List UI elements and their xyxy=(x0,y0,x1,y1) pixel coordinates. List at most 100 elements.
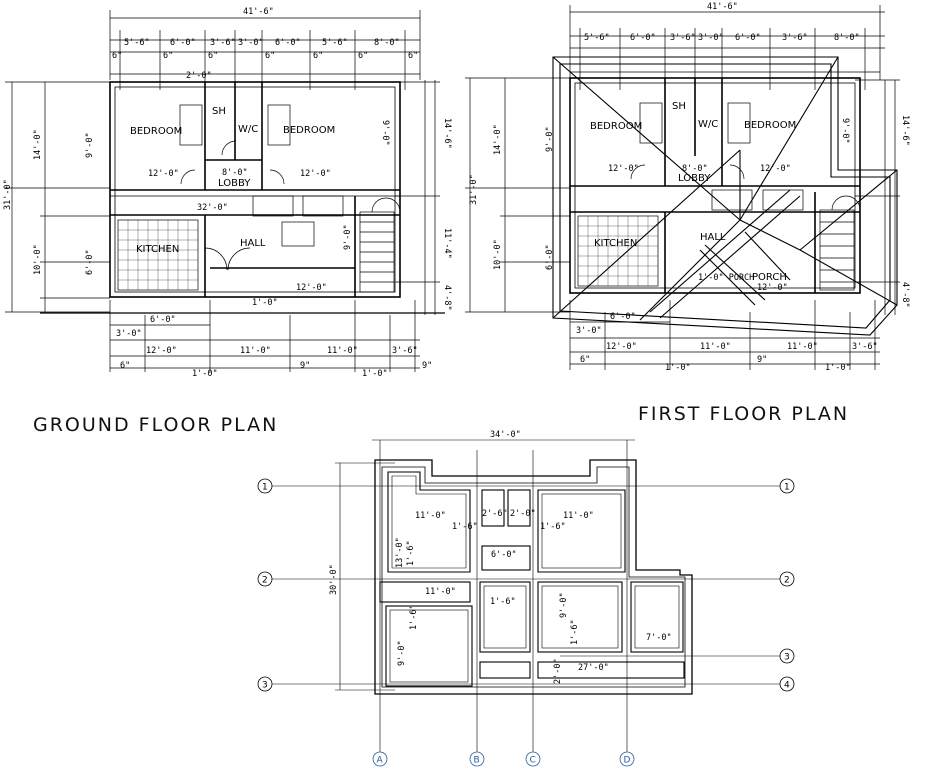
ff-room-kitchen: KITCHEN xyxy=(594,238,637,249)
grid-label-1-right: 1 xyxy=(784,483,790,493)
ff-room-porch: PORCH xyxy=(752,272,787,283)
gf-small-dim-3: 6" xyxy=(208,51,218,61)
grid-label-d: D xyxy=(624,756,631,766)
first-floor-title: FIRST FLOOR PLAN xyxy=(638,403,849,425)
ff-bottom-dim-8: 1'-0" xyxy=(825,363,851,373)
grid-label-1-left: 1 xyxy=(262,483,268,493)
ff-inner-dim-5: 1'-0" PORCH xyxy=(698,273,754,283)
fd-dim-13: 1'-6" xyxy=(409,604,419,630)
gf-left-dim-2: 9'-0" xyxy=(85,132,95,158)
fd-dim-1: 11'-0" xyxy=(415,511,446,521)
gf-room-bedroom-left: BEDROOM xyxy=(130,126,182,137)
ff-room-hall: HALL xyxy=(700,232,726,243)
grid-bubble-1-left xyxy=(257,478,273,494)
ff-room-bedroom-left: BEDROOM xyxy=(590,121,642,132)
fd-dim-4: 11'-0" xyxy=(563,511,594,521)
gf-left-dim-4: 6'-0" xyxy=(85,249,95,275)
fd-dim-15: 1'-6" xyxy=(570,619,580,645)
gf-left-dim-1: 14'-0" xyxy=(33,129,43,160)
ff-top-dim-2: 6'-0" xyxy=(630,33,656,43)
gf-right-dim-4: 4'-8" xyxy=(442,285,452,311)
grid-bubble-c xyxy=(525,751,541,767)
fd-dim-10: 11'-0" xyxy=(425,587,456,597)
grid-bubble-2-right xyxy=(779,571,795,587)
gf-top-dim-1: 5'-6" xyxy=(124,38,150,48)
gf-top-dim-4: 3'-0" xyxy=(238,38,264,48)
gf-room-hall: HALL xyxy=(240,238,266,249)
grid-label-4-right: 4 xyxy=(784,681,790,691)
gf-right-dim-2: 9'-0" xyxy=(380,120,390,146)
fd-dim-8: 13'-0" xyxy=(395,537,405,568)
grid-bubble-3-right xyxy=(779,648,795,664)
first-floor-plan: BEDROOM BEDROOM SH W/C LOBBY KITCHEN HAL… xyxy=(465,2,910,373)
fd-dim-6: 1'-6" xyxy=(540,522,566,532)
ff-right-dim-3: 4'-8" xyxy=(900,282,910,308)
gf-room-kitchen: KITCHEN xyxy=(136,244,179,255)
grid-bubble-4-right xyxy=(779,676,795,692)
ff-top-dim-4: 3'-0" xyxy=(698,33,724,43)
grid-label-3-left: 3 xyxy=(262,681,268,691)
ground-floor-title: GROUND FLOOR PLAN xyxy=(33,414,278,436)
fd-dim-5: 1'-6" xyxy=(452,522,478,532)
fd-dim-2: 2'-6" xyxy=(482,509,508,519)
ff-bottom-dim-3: 12'-0" xyxy=(606,342,637,352)
grid-bubble-b xyxy=(469,751,485,767)
ff-bottom-dim-1: 3'-0" xyxy=(576,326,602,336)
gf-room-wc: W/C xyxy=(238,124,258,135)
fd-overall-width: 34'-0" xyxy=(490,430,521,440)
gf-top-dim-5: 6'-0" xyxy=(275,38,301,48)
fd-overall-depth: 30'-0" xyxy=(329,564,339,595)
ff-bottom-dim-9: 6" xyxy=(580,355,590,365)
gf-bottom-dim-4: 11'-0" xyxy=(240,346,271,356)
ff-left-dim-3: 10'-0" xyxy=(493,239,503,270)
grid-label-c: C xyxy=(530,756,536,766)
gf-bottom-dim-7: 1'-0" xyxy=(192,369,218,379)
gf-bottom-dim-8: 1'-0" xyxy=(362,369,388,379)
gf-top-dim-7: 8'-0" xyxy=(374,38,400,48)
gf-bottom-dim-10: 9" xyxy=(300,361,310,371)
fd-dim-11: 1'-6" xyxy=(490,597,516,607)
ff-bottom-dim-4: 11'-0" xyxy=(700,342,731,352)
grid-label-2-left: 2 xyxy=(262,576,268,586)
grid-label-3-right: 3 xyxy=(784,653,790,663)
ff-bottom-dim-7: 1'-0" xyxy=(665,363,691,373)
ff-room-sh: SH xyxy=(672,101,686,112)
gf-bottom-dim-11: 9" xyxy=(422,361,432,371)
grid-bubble-d xyxy=(619,751,635,767)
ground-floor-plan: BEDROOM BEDROOM SH W/C LOBBY KITCHEN HAL… xyxy=(3,7,452,379)
ff-bottom-dim-5: 11'-0" xyxy=(787,342,818,352)
gf-room-lobby: LOBBY xyxy=(218,178,251,189)
grid-bubble-1-right xyxy=(779,478,795,494)
gf-top-dim-2: 6'-0" xyxy=(170,38,196,48)
ff-inner-dim-1: 12'-0" xyxy=(608,164,639,174)
ff-top-dim-3: 3'-6" xyxy=(670,33,696,43)
gf-small-dim-7: 6" xyxy=(408,51,418,61)
gf-bottom-dim-1: 3'-0" xyxy=(116,329,142,339)
gf-small-dim-1: 6" xyxy=(112,51,122,61)
fd-dim-7: 6'-0" xyxy=(491,550,517,560)
gf-bottom-dim-2: 6'-0" xyxy=(150,315,176,325)
gf-left-dim-3: 10'-0" xyxy=(33,244,43,275)
ff-left-dim-4: 6'-0" xyxy=(545,244,555,270)
gf-bottom-dim-6: 3'-6" xyxy=(392,346,418,356)
fd-dim-9: 1'-6" xyxy=(406,540,416,566)
gf-inner-dim-7: 9'-0" xyxy=(343,224,353,250)
gf-room-sh: SH xyxy=(212,106,226,117)
gf-bottom-dim-9: 6" xyxy=(120,361,130,371)
gf-right-dim-1: 14'-6" xyxy=(442,118,452,149)
gf-top-dim-3: 3'-6" xyxy=(210,38,236,48)
ff-top-dim-1: 5'-6" xyxy=(584,33,610,43)
fd-dim-17: 27'-0" xyxy=(578,663,609,673)
ff-inner-dim-4: 12'-0" xyxy=(757,283,788,293)
gf-overall-width: 41'-6" xyxy=(243,7,274,17)
gf-small-dim-5: 6" xyxy=(313,51,323,61)
ff-inner-dim-2: 12'-0" xyxy=(760,164,791,174)
foundation-plan: 1 1 2 2 3 3 4 A B C D 34'-0" 30'-0" 11'-… xyxy=(257,430,795,767)
gf-bottom-dim-5: 11'-0" xyxy=(327,346,358,356)
ff-room-lobby: LOBBY xyxy=(678,173,711,184)
fd-dim-12: 9'-0" xyxy=(397,640,407,666)
gf-inner-dim-1: 12'-0" xyxy=(148,169,179,179)
fd-dim-16: 7'-0" xyxy=(646,633,672,643)
ff-inner-dim-3: 8'-0" xyxy=(682,164,708,174)
